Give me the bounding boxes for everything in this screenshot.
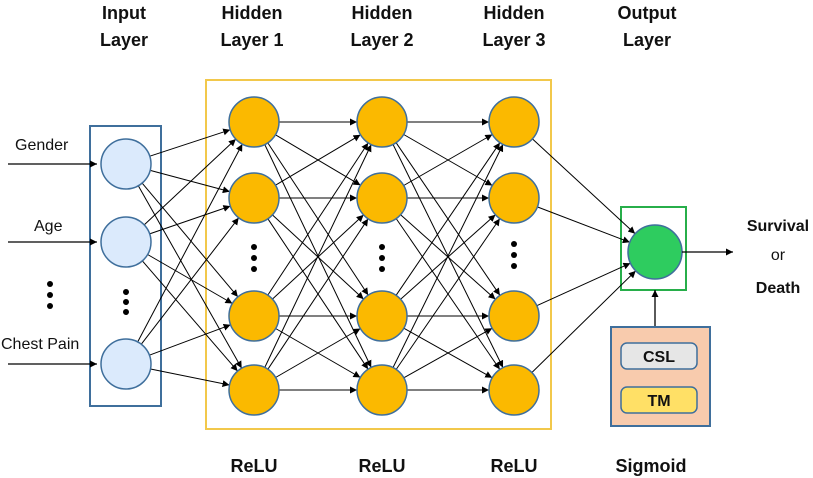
input-feature-gender: Gender xyxy=(8,137,97,168)
connection-hidden2-3-to-hidden3-2 xyxy=(403,327,493,379)
input-label-age: Age xyxy=(34,218,63,235)
hidden2-neuron-1 xyxy=(356,96,408,148)
hidden3-neuron-4 xyxy=(488,364,540,416)
connection-hidden3-1-to-output-0 xyxy=(537,206,630,244)
hidden2-neuron-4 xyxy=(356,364,408,416)
input-layer-box xyxy=(89,125,162,407)
result-label: Survival or Death xyxy=(747,218,809,297)
header-hidden3-line2: Layer 3 xyxy=(482,30,545,50)
header-hidden-layer-3: Hidden Layer 3 xyxy=(482,3,545,50)
hidden2-neuron-2 xyxy=(356,172,408,224)
header-input-line1: Input xyxy=(102,3,146,23)
header-hidden3-line1: Hidden xyxy=(484,3,545,23)
connection-input-0-to-hidden1-0 xyxy=(149,128,231,157)
connection-hidden3-2-to-output-0 xyxy=(536,262,631,307)
connection-input-1-to-hidden1-1 xyxy=(149,205,231,235)
hidden1-neuron-4 xyxy=(228,364,280,416)
activation-hidden-1: ReLU xyxy=(230,456,277,476)
connections xyxy=(137,118,637,394)
input-feature-age: Age xyxy=(8,218,97,246)
neurons xyxy=(100,96,683,416)
header-output-line1: Output xyxy=(618,3,677,23)
hidden-layers-box xyxy=(205,79,552,430)
header-input-layer: Input Layer xyxy=(100,3,148,50)
csl-label: CSL xyxy=(643,349,675,366)
activation-hidden-3: ReLU xyxy=(490,456,537,476)
connection-input-2-to-hidden1-3 xyxy=(150,368,230,388)
connection-input-0-to-hidden1-1 xyxy=(150,169,230,194)
connection-hidden1-1-to-hidden2-0 xyxy=(275,134,361,186)
connection-hidden3-3-to-output-0 xyxy=(531,270,637,373)
header-hidden-layer-1: Hidden Layer 1 xyxy=(220,3,283,50)
header-hidden-layer-2: Hidden Layer 2 xyxy=(350,3,413,50)
connection-hidden3-0-to-output-0 xyxy=(532,138,636,235)
hidden3-neuron-2 xyxy=(488,172,540,224)
input-neuron-3 xyxy=(100,338,152,390)
hidden2-neuron-3 xyxy=(356,290,408,342)
hidden1-neuron-3 xyxy=(228,290,280,342)
connection-hidden1-3-to-hidden2-1 xyxy=(267,218,369,370)
input-neuron-2 xyxy=(100,216,152,268)
hidden1-neuron-1 xyxy=(228,96,280,148)
header-hidden2-line2: Layer 2 xyxy=(350,30,413,50)
connection-input-0-to-hidden1-2 xyxy=(141,182,239,298)
connection-hidden1-3-to-hidden2-2 xyxy=(275,328,361,378)
input-label-chest-pain: Chest Pain xyxy=(1,336,79,353)
header-hidden2-line1: Hidden xyxy=(352,3,413,23)
input-label-gender: Gender xyxy=(15,137,69,154)
connection-input-2-to-hidden1-2 xyxy=(149,323,231,356)
header-output-line2: Layer xyxy=(623,30,671,50)
ellipsis-hidden-3 xyxy=(511,241,517,269)
connection-hidden2-3-to-hidden3-1 xyxy=(395,218,501,370)
connection-hidden2-2-to-hidden3-0 xyxy=(395,142,501,296)
ellipsis-input-nodes xyxy=(123,289,129,315)
input-neuron-1 xyxy=(100,138,152,190)
connection-input-1-to-hidden1-3 xyxy=(142,260,238,372)
ellipsis-input-labels xyxy=(47,281,53,309)
result-line-2: or xyxy=(771,247,786,264)
connection-input-2-to-hidden1-1 xyxy=(140,217,240,345)
tm-label: TM xyxy=(647,393,670,410)
csl-box xyxy=(620,342,698,370)
connection-input-2-to-hidden1-0 xyxy=(137,143,243,343)
connection-hidden1-3-to-hidden2-0 xyxy=(264,144,372,368)
ellipsis-hidden-1 xyxy=(251,244,257,272)
connection-hidden2-3-to-hidden3-0 xyxy=(392,144,504,368)
input-feature-chest-pain: Chest Pain xyxy=(1,336,97,368)
result-line-1: Survival xyxy=(747,218,809,235)
header-hidden1-line1: Hidden xyxy=(222,3,283,23)
activation-hidden-2: ReLU xyxy=(358,456,405,476)
connection-input-0-to-hidden1-3 xyxy=(137,185,243,369)
header-input-line2: Layer xyxy=(100,30,148,50)
connection-hidden2-1-to-hidden3-0 xyxy=(403,134,493,186)
ellipsis-hidden-2 xyxy=(379,244,385,272)
connection-hidden1-2-to-hidden2-0 xyxy=(267,142,369,296)
connection-input-1-to-hidden1-0 xyxy=(143,138,237,226)
activation-output: Sigmoid xyxy=(616,456,687,476)
hidden3-neuron-1 xyxy=(488,96,540,148)
tm-box xyxy=(620,386,698,414)
header-output-layer: Output Layer xyxy=(618,3,677,50)
hidden3-neuron-3 xyxy=(488,290,540,342)
output-neuron-1 xyxy=(627,224,683,280)
hidden1-neuron-2 xyxy=(228,172,280,224)
header-hidden1-line2: Layer 1 xyxy=(220,30,283,50)
connection-input-1-to-hidden1-2 xyxy=(147,254,233,304)
result-line-3: Death xyxy=(756,280,800,297)
